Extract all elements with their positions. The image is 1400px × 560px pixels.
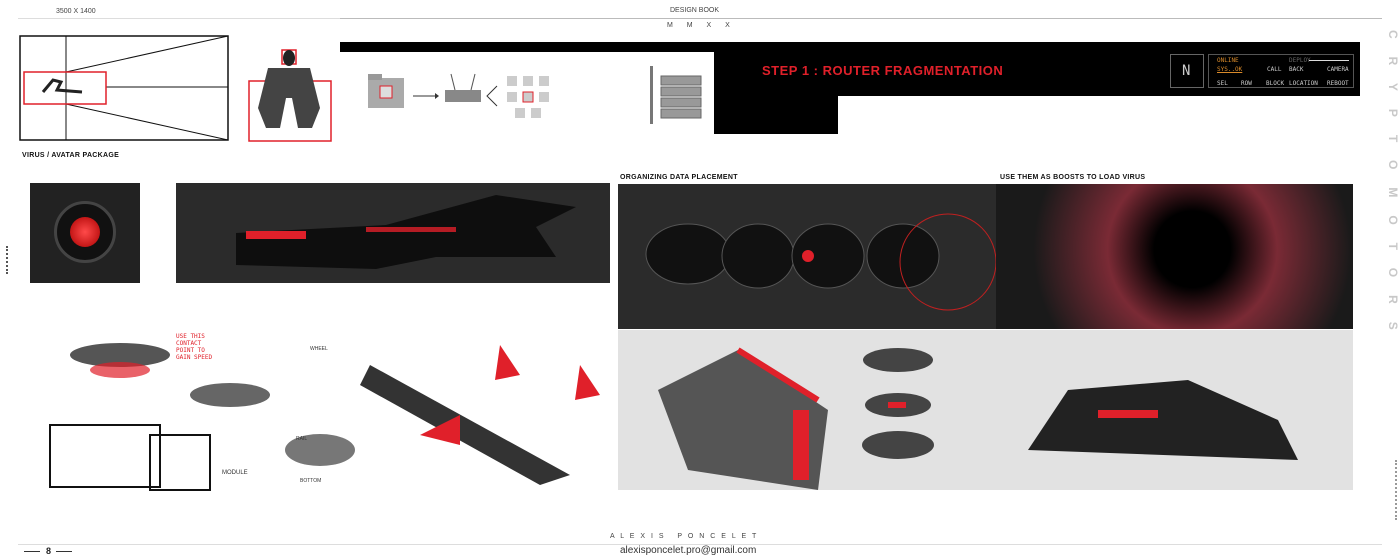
page-marker bbox=[6, 246, 10, 274]
hud-row[interactable]: ROW bbox=[1241, 80, 1252, 87]
sketch-label-rail: RAIL bbox=[296, 436, 308, 442]
step-title: STEP 1 : ROUTER FRAGMENTATION bbox=[762, 63, 1004, 78]
divider bbox=[650, 66, 653, 124]
hud-sel[interactable]: SEL bbox=[1217, 80, 1228, 87]
page-dash bbox=[56, 551, 72, 552]
hud-block[interactable]: BLOCK bbox=[1266, 80, 1285, 87]
year-label: M M X X bbox=[667, 22, 736, 29]
hud-camera[interactable]: CAMERA bbox=[1327, 66, 1349, 73]
router-icon bbox=[445, 73, 481, 102]
server-stack-icon bbox=[660, 75, 702, 119]
canvas-size-label: 3500 X 1400 bbox=[56, 8, 96, 15]
banner-block-tail bbox=[714, 96, 838, 134]
ship-side-render bbox=[176, 183, 610, 283]
organizing-render bbox=[618, 184, 1022, 329]
hud-progress bbox=[1309, 60, 1349, 61]
hud-letter: N bbox=[1182, 63, 1191, 79]
page-marker-right bbox=[1395, 460, 1399, 520]
fragment-icons bbox=[507, 76, 549, 118]
boosts-render bbox=[996, 184, 1353, 329]
ship-sketches-panel bbox=[618, 330, 1353, 490]
section-boosts-label: USE THEM AS BOOSTS TO LOAD VIRUS bbox=[1000, 174, 1146, 181]
book-title: DESIGN BOOK bbox=[670, 7, 720, 14]
avatar-figure bbox=[248, 49, 332, 142]
side-brand-text: CRYPTOMOTORS bbox=[1386, 30, 1400, 348]
hud-back[interactable]: BACK bbox=[1289, 66, 1304, 73]
hud-letter-box: N bbox=[1170, 54, 1204, 88]
hud-call[interactable]: CALL bbox=[1267, 66, 1282, 73]
footer-line bbox=[18, 544, 1382, 545]
hud-status: SYS..OK bbox=[1217, 66, 1243, 73]
page-number: 8 bbox=[46, 546, 52, 556]
sketch-label-bottom: BOTTOM bbox=[300, 478, 322, 484]
hud-location[interactable]: LOCATION bbox=[1289, 80, 1318, 87]
room-diagram bbox=[19, 35, 229, 141]
hud-online: ONLINE bbox=[1217, 57, 1239, 64]
section-organizing-label: ORGANIZING DATA PLACEMENT bbox=[620, 174, 738, 181]
router-flow-diagram bbox=[368, 73, 549, 118]
folder-icon bbox=[368, 74, 404, 108]
hud-deploy: DEPLOY bbox=[1289, 57, 1311, 64]
header-line bbox=[340, 18, 1382, 19]
header-line bbox=[18, 18, 340, 19]
sketch-label-wheel: WHEEL bbox=[310, 346, 328, 352]
page-dash bbox=[24, 551, 40, 552]
concept-sketches bbox=[49, 343, 600, 491]
section-virus-label: VIRUS / AVATAR PACKAGE bbox=[22, 152, 120, 159]
contact-email[interactable]: alexisponcelet.pro@gmail.com bbox=[620, 545, 757, 556]
sketch-label-module: MODULE bbox=[222, 470, 248, 476]
virus-core-render bbox=[30, 183, 140, 283]
hud-reboot[interactable]: REBOOT bbox=[1327, 80, 1349, 87]
hud-panel: ONLINE SYS..OK DEPLOY CALL BACK CAMERA S… bbox=[1208, 54, 1354, 88]
sketch-note: USE THIS CONTACT POINT TO GAIN SPEED bbox=[176, 333, 213, 361]
author-name: A L E X I S P O N C E L E T bbox=[610, 533, 759, 540]
